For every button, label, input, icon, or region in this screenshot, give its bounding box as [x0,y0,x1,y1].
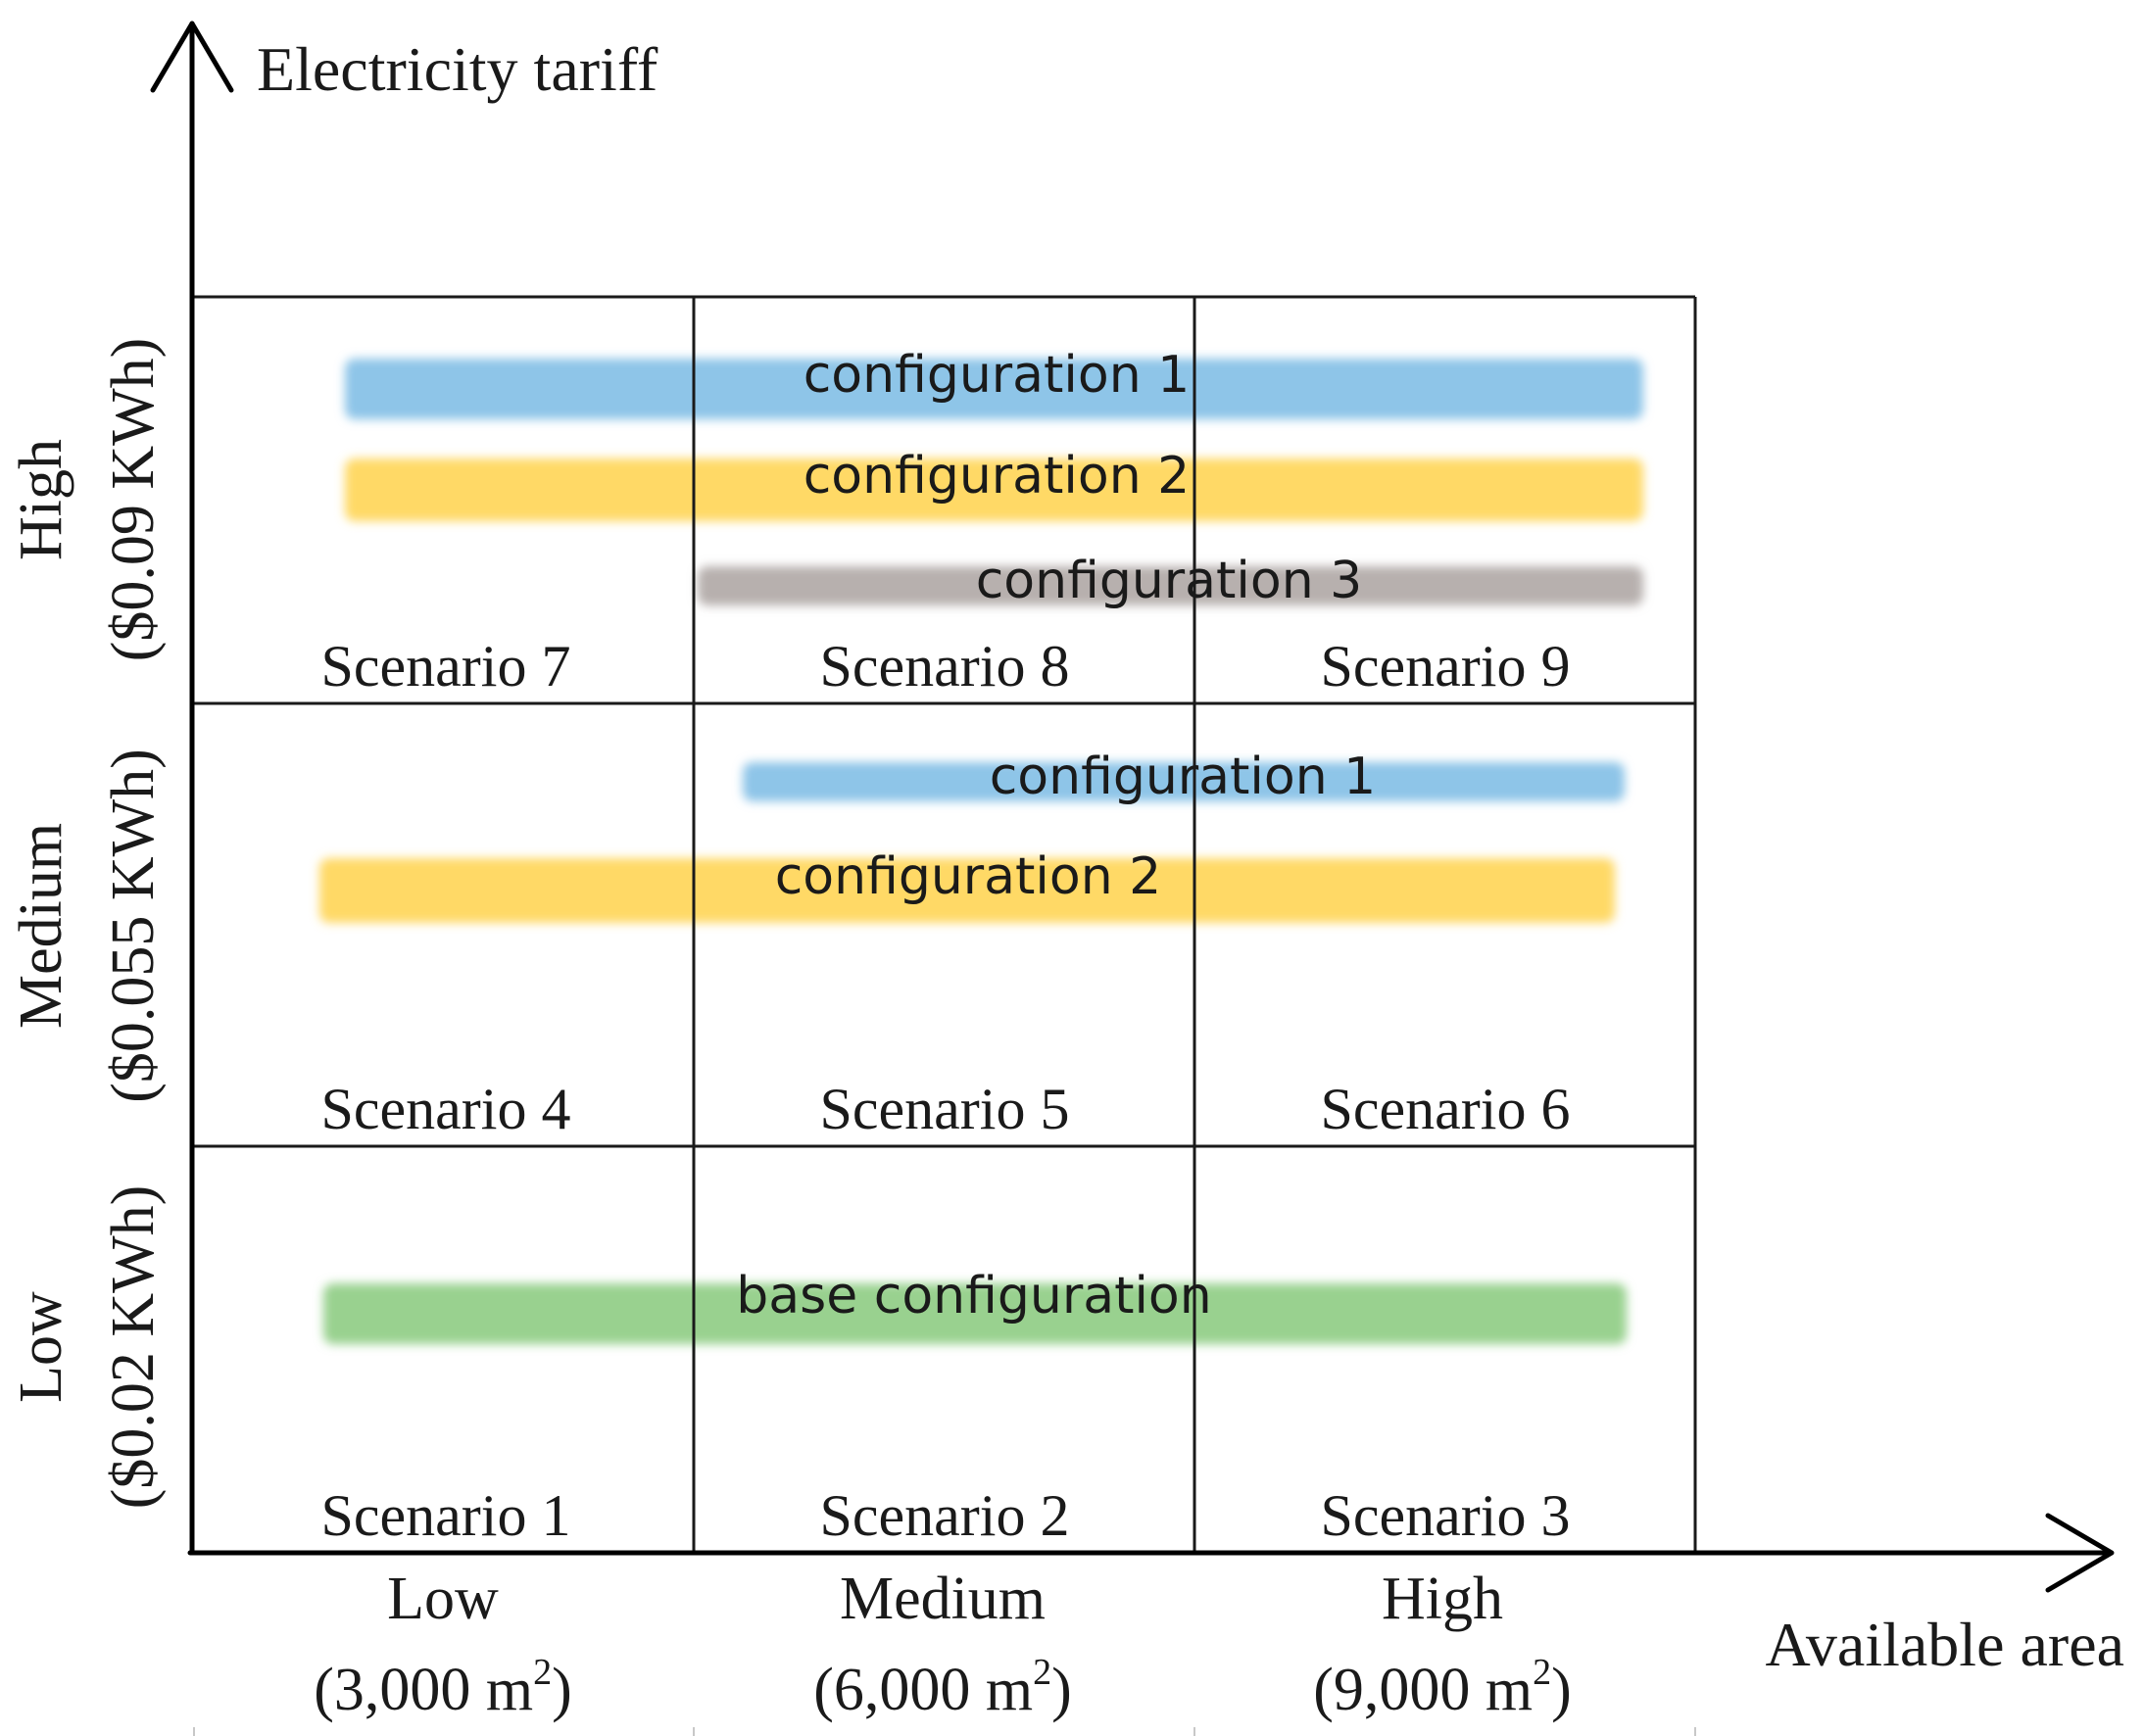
col-label-high-area: (9,000 m2) [1313,1652,1572,1723]
band-medium-config1 [743,762,1625,801]
scenario-1-label: Scenario 1 [321,1483,571,1548]
scenario-6-label: Scenario 6 [1321,1077,1571,1141]
row-label-low: Low [8,1291,74,1403]
col-label-high: High [1382,1566,1503,1632]
row-label-high: High [8,439,74,560]
band-medium-config2 [319,858,1615,923]
band-medium-config1-label: configuration 1 [990,747,1377,806]
axes [150,21,2115,1593]
band-low-base [323,1283,1627,1344]
band-high-config3-label: configuration 3 [976,552,1363,610]
x-axis-title: Available area [1765,1610,2124,1679]
band-high-config1-label: configuration 1 [804,346,1191,405]
col-label-medium-area: (6,000 m2) [813,1652,1072,1723]
scenario-8-label: Scenario 8 [820,634,1070,699]
scenario-4-label: Scenario 4 [321,1077,571,1141]
x-tick-marks [193,1727,1696,1736]
col-label-low: Low [387,1566,499,1632]
band-high-config2 [345,458,1643,521]
row-label-medium: Medium [8,823,74,1029]
y-axis-title: Electricity tariff [257,34,658,104]
band-low-base-label: base configuration [736,1267,1211,1326]
scenario-3-label: Scenario 3 [1321,1483,1571,1548]
scenario-7-label: Scenario 7 [321,634,571,699]
scenario-9-label: Scenario 9 [1321,634,1571,699]
scenario-5-label: Scenario 5 [820,1077,1070,1141]
svg-text:Low: Low [8,1291,74,1403]
svg-text:($0.055 KWh): ($0.055 KWh) [100,748,167,1103]
row-label-medium-tariff: ($0.055 KWh) [100,748,167,1103]
svg-text:($0.09 KWh): ($0.09 KWh) [100,338,167,662]
scenario-2-label: Scenario 2 [820,1483,1070,1548]
row-label-low-tariff: ($0.02 KWh) [100,1185,167,1510]
x-axis-arrowhead [2045,1513,2115,1593]
band-high-config3 [698,566,1643,605]
col-label-low-area: (3,000 m2) [314,1652,572,1723]
row-label-high-tariff: ($0.09 KWh) [100,338,167,662]
col-label-medium: Medium [840,1566,1046,1632]
band-high-config1 [345,359,1643,419]
svg-text:High: High [8,439,74,560]
scenario-grid [192,295,1697,1551]
band-high-config2-label: configuration 2 [804,447,1191,506]
svg-text:Medium: Medium [8,823,74,1029]
band-medium-config2-label: configuration 2 [775,847,1162,906]
y-axis-arrowhead [150,21,234,93]
svg-text:($0.02 KWh): ($0.02 KWh) [100,1185,167,1510]
